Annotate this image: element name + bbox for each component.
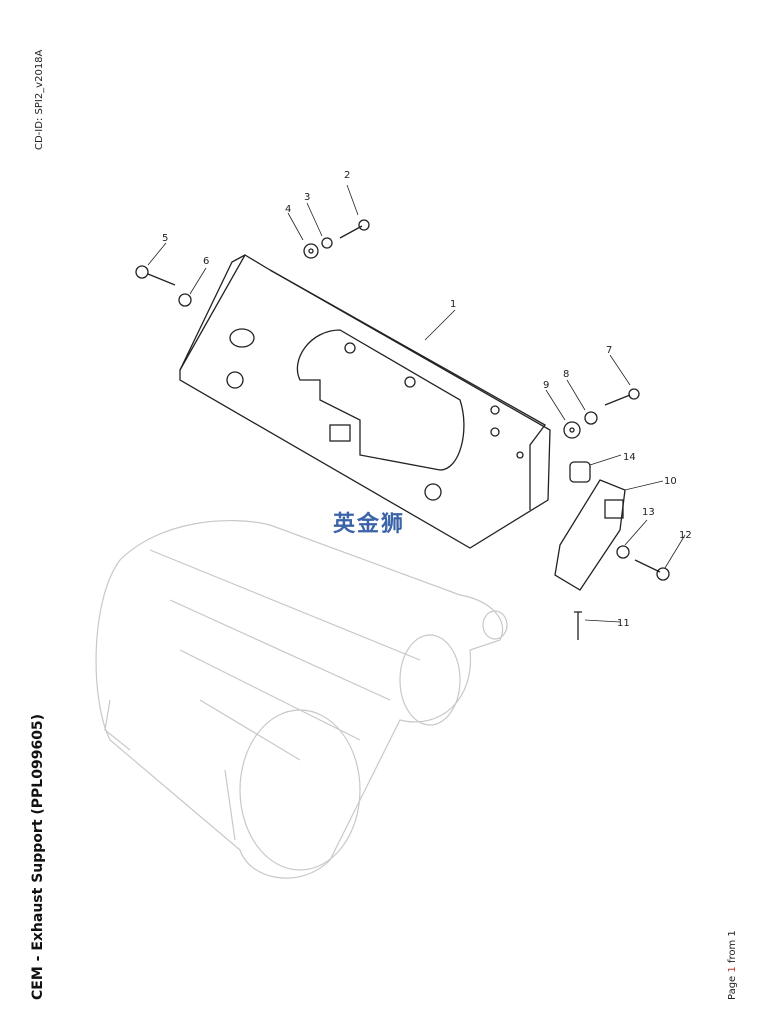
callout-13: 13 bbox=[642, 507, 655, 518]
callout-2: 2 bbox=[344, 170, 350, 181]
callout-10: 10 bbox=[664, 476, 677, 487]
callout-5: 5 bbox=[162, 233, 168, 244]
bracket-part-10 bbox=[554, 479, 626, 591]
leader-lines bbox=[147, 184, 686, 623]
callout-4: 4 bbox=[285, 204, 291, 215]
callout-8: 8 bbox=[563, 369, 569, 380]
exhaust-unit-outline bbox=[95, 520, 508, 879]
callout-9: 9 bbox=[543, 380, 549, 391]
callout-12: 12 bbox=[679, 530, 692, 541]
callout-7: 7 bbox=[606, 345, 612, 356]
callout-1: 1 bbox=[450, 299, 456, 310]
callout-14: 14 bbox=[623, 452, 636, 463]
callout-11: 11 bbox=[617, 618, 630, 629]
spacer-part-14 bbox=[569, 461, 591, 483]
watermark: 英金狮 bbox=[333, 512, 406, 537]
bracket-part-1 bbox=[179, 254, 551, 549]
callout-3: 3 bbox=[304, 192, 310, 203]
callout-numbers: 1 2 3 4 5 6 7 8 9 10 11 12 13 14 bbox=[162, 170, 692, 629]
callout-6: 6 bbox=[203, 256, 209, 267]
